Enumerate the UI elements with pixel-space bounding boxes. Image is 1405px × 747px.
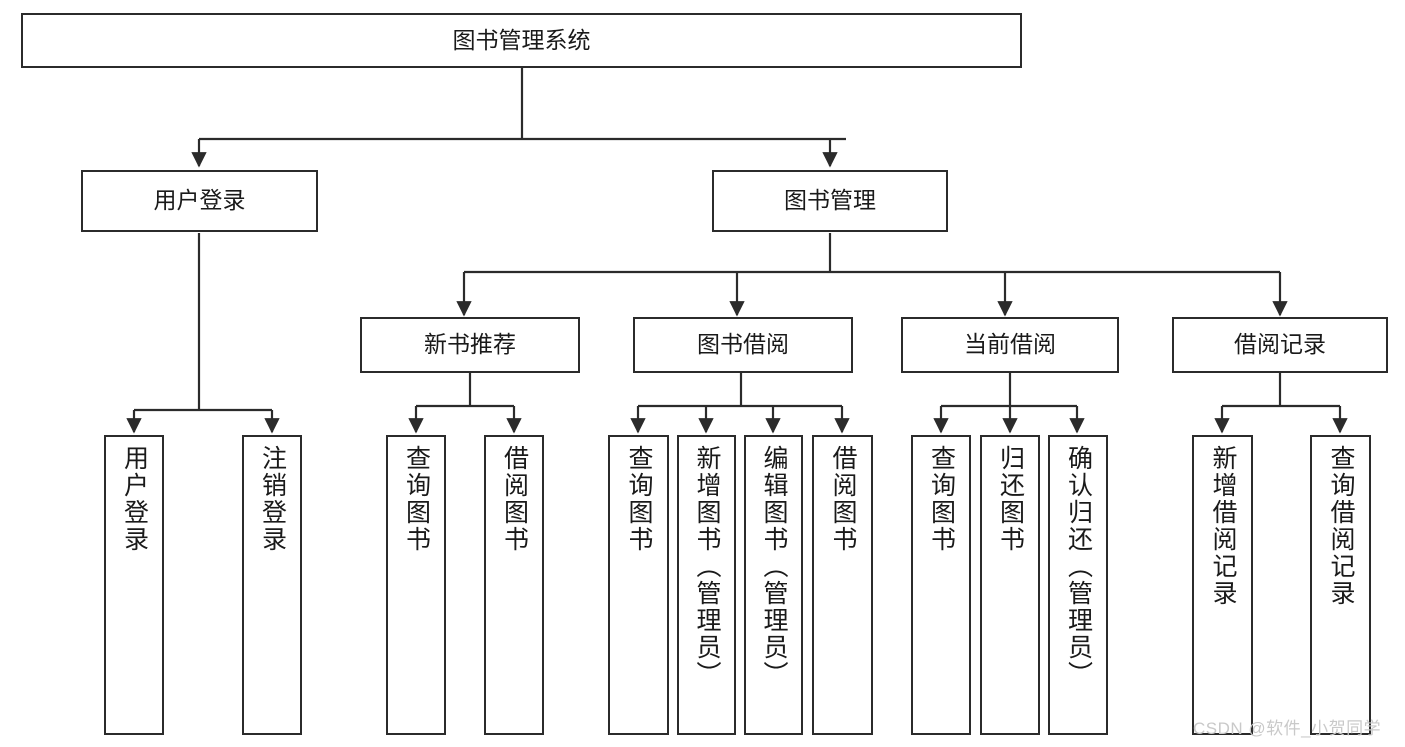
node-book-borrow-label: 图书借阅 — [697, 331, 789, 358]
node-leaf-query-book-3[interactable]: 查询图书 — [911, 435, 971, 735]
node-current-borrow-label: 当前借阅 — [964, 331, 1056, 358]
node-leaf-return-book-label: 归还图书 — [996, 445, 1025, 553]
node-leaf-user-login[interactable]: 用户登录 — [104, 435, 164, 735]
node-leaf-user-login-label: 用户登录 — [120, 445, 149, 553]
node-leaf-query-book-1[interactable]: 查询图书 — [386, 435, 446, 735]
node-leaf-edit-book[interactable]: 编辑图书（管理员） — [744, 435, 803, 735]
node-current-borrow[interactable]: 当前借阅 — [901, 317, 1119, 373]
node-new-book-recommend-label: 新书推荐 — [424, 331, 516, 358]
node-leaf-query-record-label: 查询借阅记录 — [1327, 445, 1355, 607]
node-book-manage-label: 图书管理 — [784, 187, 876, 214]
node-leaf-query-book-1-label: 查询图书 — [402, 445, 431, 553]
node-leaf-borrow-book-1-label: 借阅图书 — [500, 445, 529, 553]
node-leaf-query-book-2[interactable]: 查询图书 — [608, 435, 669, 735]
node-borrow-record[interactable]: 借阅记录 — [1172, 317, 1388, 373]
node-leaf-add-record-label: 新增借阅记录 — [1209, 445, 1237, 607]
watermark-text: CSDN @软件_小贺同学 — [1193, 719, 1382, 738]
node-user-login-label: 用户登录 — [153, 187, 246, 214]
node-leaf-query-book-2-label: 查询图书 — [625, 445, 653, 553]
node-book-borrow[interactable]: 图书借阅 — [633, 317, 853, 373]
node-leaf-edit-book-label: 编辑图书（管理员） — [760, 445, 788, 688]
node-leaf-borrow-book-1[interactable]: 借阅图书 — [484, 435, 544, 735]
node-leaf-query-book-3-label: 查询图书 — [927, 445, 956, 553]
node-leaf-user-logout[interactable]: 注销登录 — [242, 435, 302, 735]
node-root-label: 图书管理系统 — [452, 26, 591, 53]
node-leaf-add-record[interactable]: 新增借阅记录 — [1192, 435, 1253, 735]
node-borrow-record-label: 借阅记录 — [1234, 331, 1326, 358]
node-leaf-add-book-label: 新增图书（管理员） — [693, 445, 721, 688]
node-user-login[interactable]: 用户登录 — [81, 170, 318, 232]
node-book-manage[interactable]: 图书管理 — [712, 170, 948, 232]
node-leaf-borrow-book-2[interactable]: 借阅图书 — [812, 435, 873, 735]
node-root[interactable]: 图书管理系统 — [21, 13, 1022, 68]
node-new-book-recommend[interactable]: 新书推荐 — [360, 317, 580, 373]
node-leaf-confirm-return[interactable]: 确认归还（管理员） — [1048, 435, 1108, 735]
node-leaf-borrow-book-2-label: 借阅图书 — [829, 445, 857, 553]
node-leaf-return-book[interactable]: 归还图书 — [980, 435, 1040, 735]
node-leaf-user-logout-label: 注销登录 — [258, 445, 287, 553]
node-leaf-add-book[interactable]: 新增图书（管理员） — [677, 435, 736, 735]
node-leaf-confirm-return-label: 确认归还（管理员） — [1064, 445, 1093, 688]
node-leaf-query-record[interactable]: 查询借阅记录 — [1310, 435, 1371, 735]
